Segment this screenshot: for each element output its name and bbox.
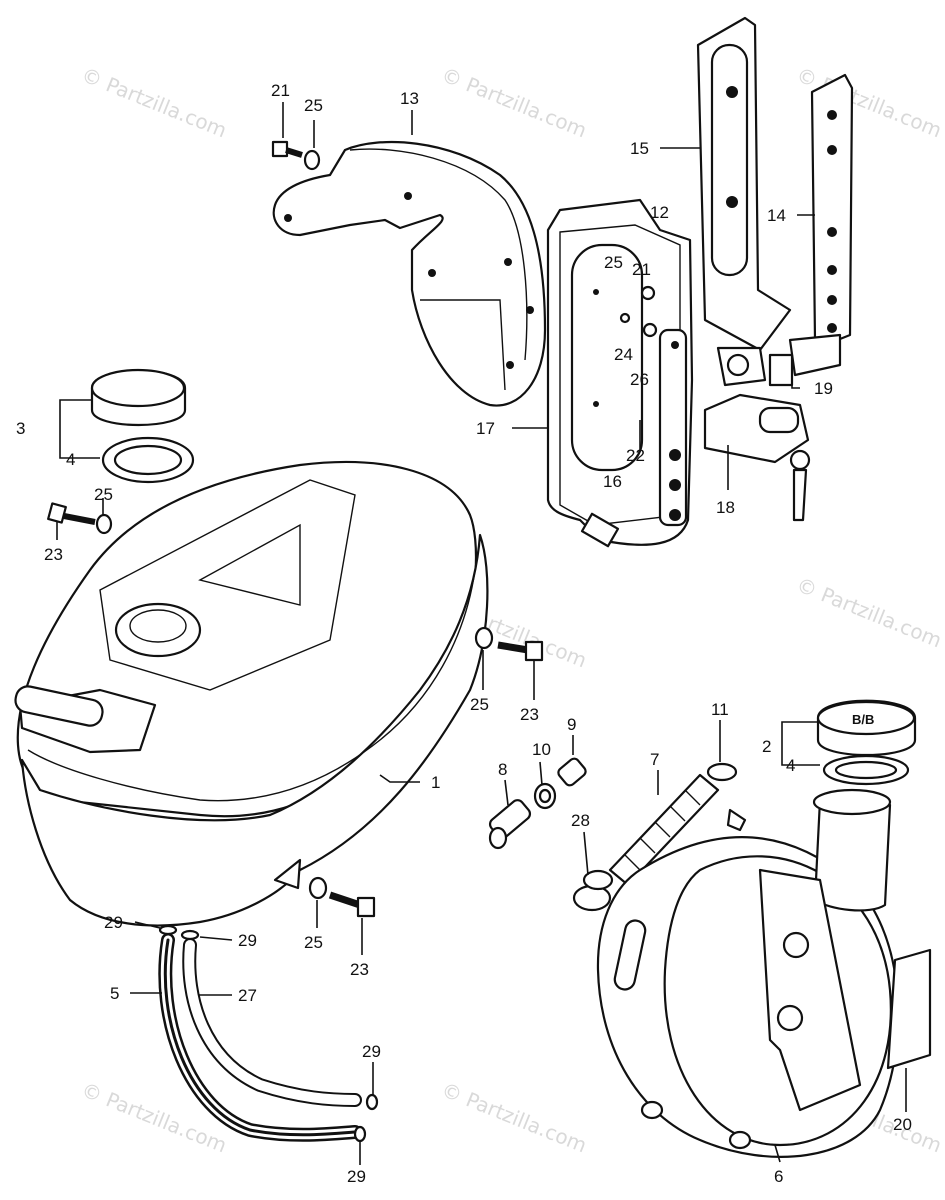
callout-label: 4 — [786, 756, 795, 775]
watermark: © Partzilla.com — [438, 1077, 590, 1157]
callout-label: 19 — [814, 379, 833, 398]
lock-assembly — [703, 346, 811, 522]
bolt-top — [271, 140, 321, 171]
callout-label: 10 — [532, 740, 551, 759]
callout-label: 4 — [66, 450, 75, 469]
callout-labels: 1 2 3 4 4 5 6 7 8 9 10 11 12 13 14 15 16… — [16, 81, 912, 1186]
callout-label: 3 — [16, 419, 25, 438]
watermark: © Partzilla.com — [793, 572, 945, 652]
callout-label: 14 — [767, 206, 786, 225]
callout-label: 23 — [520, 705, 539, 724]
callout-label: 18 — [716, 498, 735, 517]
bellows-hose — [572, 762, 738, 912]
fuel-hoses — [158, 924, 379, 1143]
callout-label: 29 — [104, 913, 123, 932]
callout-label: 8 — [498, 760, 507, 779]
watermark: © Partzilla.com — [438, 62, 590, 142]
bracket-15 — [696, 16, 792, 352]
callout-label: 11 — [711, 700, 729, 719]
callout-label: 25 — [604, 253, 623, 272]
fuel-tank — [14, 460, 489, 927]
oil-tank: B/B — [596, 699, 917, 1158]
callout-label: 26 — [630, 370, 649, 389]
tank-cap — [90, 368, 195, 484]
bracket-13 — [272, 140, 547, 407]
callout-label: 24 — [614, 345, 633, 364]
callout-label: 1 — [431, 773, 440, 792]
decal-20 — [886, 948, 932, 1070]
bracket-14 — [788, 73, 854, 377]
callout-label: 20 — [893, 1115, 912, 1134]
bolts-middle — [308, 626, 544, 918]
callout-label: 23 — [350, 960, 369, 979]
callout-label: 25 — [304, 96, 323, 115]
mount-plate-17 — [546, 198, 694, 548]
leader-lines — [56, 102, 907, 1165]
watermark: © Partzilla.com — [78, 62, 230, 142]
callout-label: 27 — [238, 986, 257, 1005]
callout-label: 29 — [238, 931, 257, 950]
callout-label: 6 — [774, 1167, 783, 1186]
callout-label: 16 — [603, 472, 622, 491]
callout-label: 12 — [650, 203, 669, 222]
callout-label: 25 — [94, 485, 113, 504]
callout-label: 13 — [400, 89, 419, 108]
callout-label: 21 — [271, 81, 290, 100]
callout-label: 22 — [626, 446, 645, 465]
callout-label: 15 — [630, 139, 649, 158]
callout-label: 25 — [304, 933, 323, 952]
callout-label: 28 — [571, 811, 590, 830]
callout-label: 17 — [476, 419, 495, 438]
callout-label: 2 — [762, 737, 771, 756]
callout-label: 7 — [650, 750, 659, 769]
callout-label: 23 — [44, 545, 63, 564]
bolt-upper-left — [47, 502, 113, 535]
fittings — [488, 757, 587, 850]
callout-label: 9 — [567, 715, 576, 734]
callout-label: 25 — [470, 695, 489, 714]
oil-cap-marking: B/B — [852, 712, 874, 727]
callout-label: 5 — [110, 984, 119, 1003]
callout-label: 29 — [347, 1167, 366, 1186]
callout-label: 29 — [362, 1042, 381, 1061]
callout-label: 21 — [632, 260, 651, 279]
